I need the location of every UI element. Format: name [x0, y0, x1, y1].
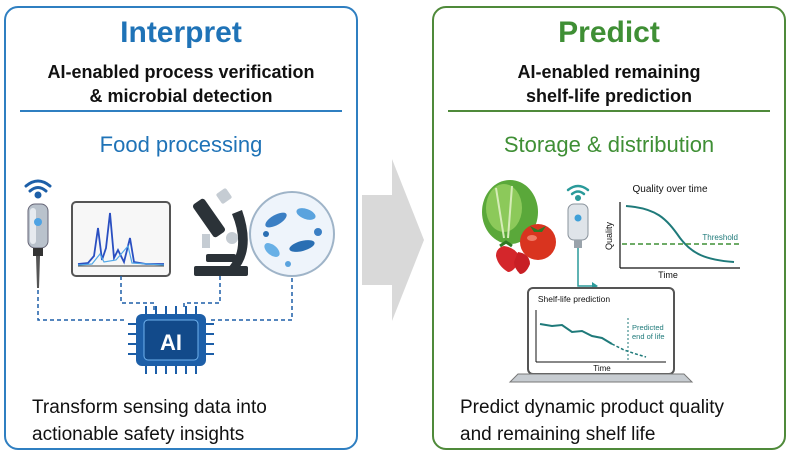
wifi-icon: [24, 179, 52, 199]
predicted-label-line2: end of life: [632, 332, 665, 341]
tomato-icon: [520, 224, 556, 260]
food-processing-heading: Food processing: [99, 132, 263, 157]
observed-quality-curve: [539, 323, 613, 345]
predict-illustration: Quality over time Quality Time Threshold…: [482, 180, 740, 383]
interpret-subtitle-line2: & microbial detection: [89, 86, 273, 106]
predict-subtitle-line2: shelf-life prediction: [525, 86, 693, 106]
predict-panel: Predict AI-enabled remaining shelf-life …: [432, 6, 786, 450]
predict-subtitle-line1: AI-enabled remaining: [517, 62, 701, 82]
microbes-icon: [249, 191, 335, 277]
quality-chart-xlabel: Time: [658, 270, 678, 280]
interpret-panel: Interpret AI-enabled process verificatio…: [4, 6, 358, 450]
wifi-icon: [566, 184, 590, 202]
laptop-chart-title: Shelf-life prediction: [538, 294, 611, 304]
interpret-caption-line1: Transform sensing data into: [32, 397, 267, 418]
threshold-label: Threshold: [702, 233, 738, 242]
quality-curve: [625, 205, 735, 263]
predict-caption: Predict dynamic product quality and rema…: [460, 394, 724, 448]
predicted-label-line1: Predicted: [632, 323, 664, 332]
flow-arrow-icon: [362, 159, 424, 321]
interpret-divider: [20, 110, 342, 112]
interpret-caption: Transform sensing data into actionable s…: [32, 394, 267, 448]
microscope-icon: [192, 188, 248, 276]
probe-sensor-icon: [567, 203, 589, 248]
predict-caption-line1: Predict dynamic product quality: [460, 397, 725, 418]
interpret-illustration: AI: [24, 179, 335, 374]
ai-chip-label: AI: [160, 330, 182, 355]
interpret-subtitle: AI-enabled process verification & microb…: [6, 60, 356, 108]
sensor-link-line: [577, 248, 596, 287]
quality-chart-title: Quality over time: [632, 184, 707, 195]
predict-divider: [448, 110, 770, 112]
storage-distribution-heading: Storage & distribution: [503, 132, 715, 157]
predict-subtitle: AI-enabled remaining shelf-life predicti…: [434, 60, 784, 108]
data-flow-lines: [37, 276, 293, 321]
predicted-quality-curve: [611, 343, 647, 358]
quality-chart-ylabel: Quality: [604, 221, 614, 250]
ai-chip-icon: AI: [128, 306, 214, 374]
laptop-icon: Shelf-life prediction Time Predicted end…: [508, 287, 694, 383]
predict-caption-line2: and remaining shelf life: [460, 424, 656, 445]
interpret-subtitle-line1: AI-enabled process verification: [47, 62, 315, 82]
strawberry-icon: [496, 240, 530, 274]
predict-title: Predict: [558, 16, 660, 49]
lettuce-icon: [482, 180, 538, 244]
interpret-caption-line2: actionable safety insights: [32, 424, 245, 445]
laptop-chart-xlabel: Time: [593, 364, 611, 373]
interpret-title: Interpret: [120, 16, 242, 49]
quality-chart: Quality over time Quality Time Threshold: [604, 184, 740, 280]
spectrum-chart-icon: [71, 201, 171, 277]
probe-sensor-icon: [27, 203, 49, 288]
